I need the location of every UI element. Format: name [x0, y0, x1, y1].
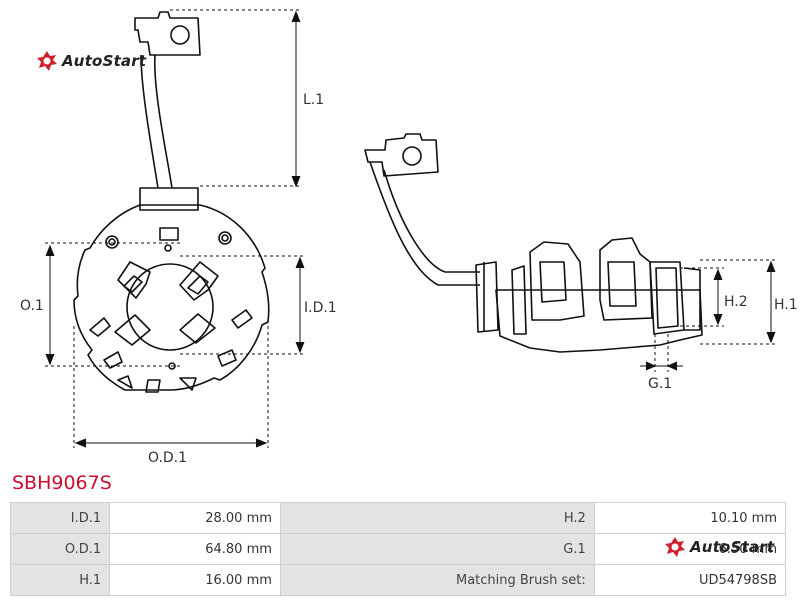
dim-label-h2: H.2 [724, 294, 748, 310]
front-dimensions [45, 9, 305, 448]
spec-value: 16.00 mm [109, 564, 281, 596]
side-terminal-lug [364, 133, 439, 177]
autostart-logo-icon [37, 51, 57, 71]
dim-label-g1: G.1 [648, 376, 672, 392]
table-row: I.D.1 28.00 mm H.2 10.10 mm [9, 502, 787, 534]
side-view [364, 133, 703, 353]
terminal-hole [170, 25, 190, 45]
dim-label-id1: I.D.1 [304, 300, 337, 316]
spec-table: I.D.1 28.00 mm H.2 10.10 mm O.D.1 64.80 … [9, 502, 787, 596]
side-base-plate [495, 289, 703, 353]
part-number: SBH9067S [12, 472, 112, 494]
autostart-logo-text: AutoStart [690, 538, 775, 556]
side-dimensions [640, 259, 776, 372]
spec-value: UD54798SB [593, 564, 787, 596]
spec-label: Matching Brush set: [279, 564, 595, 596]
spec-value: 10.10 mm [593, 502, 787, 534]
side-lead-wire [369, 161, 480, 286]
dim-label-h1: H.1 [774, 297, 798, 313]
dim-label-l1: L.1 [303, 92, 324, 108]
dim-label-od1: O.D.1 [148, 450, 187, 466]
front-view [73, 11, 270, 393]
table-row: H.1 16.00 mm Matching Brush set: UD54798… [9, 564, 787, 596]
spec-label: H.2 [279, 502, 595, 534]
spec-label: I.D.1 [9, 502, 111, 534]
technical-drawing: L.1 O.1 I.D.1 O.D.1 [20, 9, 798, 466]
autostart-logo-text: AutoStart [62, 52, 147, 70]
autostart-logo: AutoStart [36, 50, 146, 72]
spec-value: 28.00 mm [109, 502, 281, 534]
spec-value: 6.50 mm [593, 533, 787, 565]
dim-label-o1: O.1 [20, 298, 44, 314]
spec-label: H.1 [9, 564, 111, 596]
autostart-watermark-logo: AutoStart [664, 536, 774, 558]
autostart-logo-icon [665, 537, 685, 557]
side-end-block [649, 261, 685, 335]
terminal-lug [134, 11, 201, 56]
spec-label: G.1 [279, 533, 595, 565]
lead-wire [140, 54, 173, 189]
table-row: O.D.1 64.80 mm G.1 6.50 mm [9, 533, 787, 565]
spec-value: 64.80 mm [109, 533, 281, 565]
brush-holder-plate [73, 204, 270, 391]
spec-label: O.D.1 [9, 533, 111, 565]
